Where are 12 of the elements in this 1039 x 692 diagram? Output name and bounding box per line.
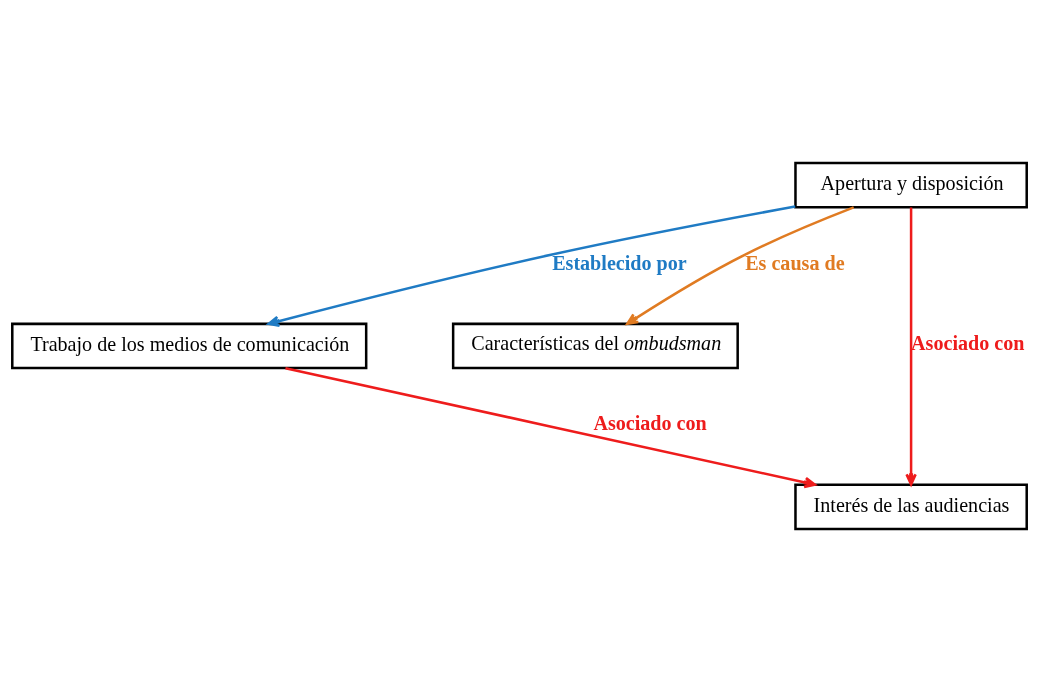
node-box: Interés de las audiencias [794, 483, 1028, 531]
arrow [285, 366, 817, 489]
edge-label: Es causa de [745, 251, 845, 274]
node-box: Apertura y disposición [794, 161, 1028, 209]
edge-label: Asociado con [911, 332, 1025, 355]
arrow [626, 206, 855, 325]
edge-label: Asociado con [593, 412, 707, 435]
node-box: Características del ombudsman [451, 322, 739, 370]
arrow [905, 207, 917, 486]
node-box: Trabajo de los medios de comunicación [11, 322, 368, 370]
arrow [267, 205, 796, 327]
edge-label: Establecido por [552, 251, 687, 274]
